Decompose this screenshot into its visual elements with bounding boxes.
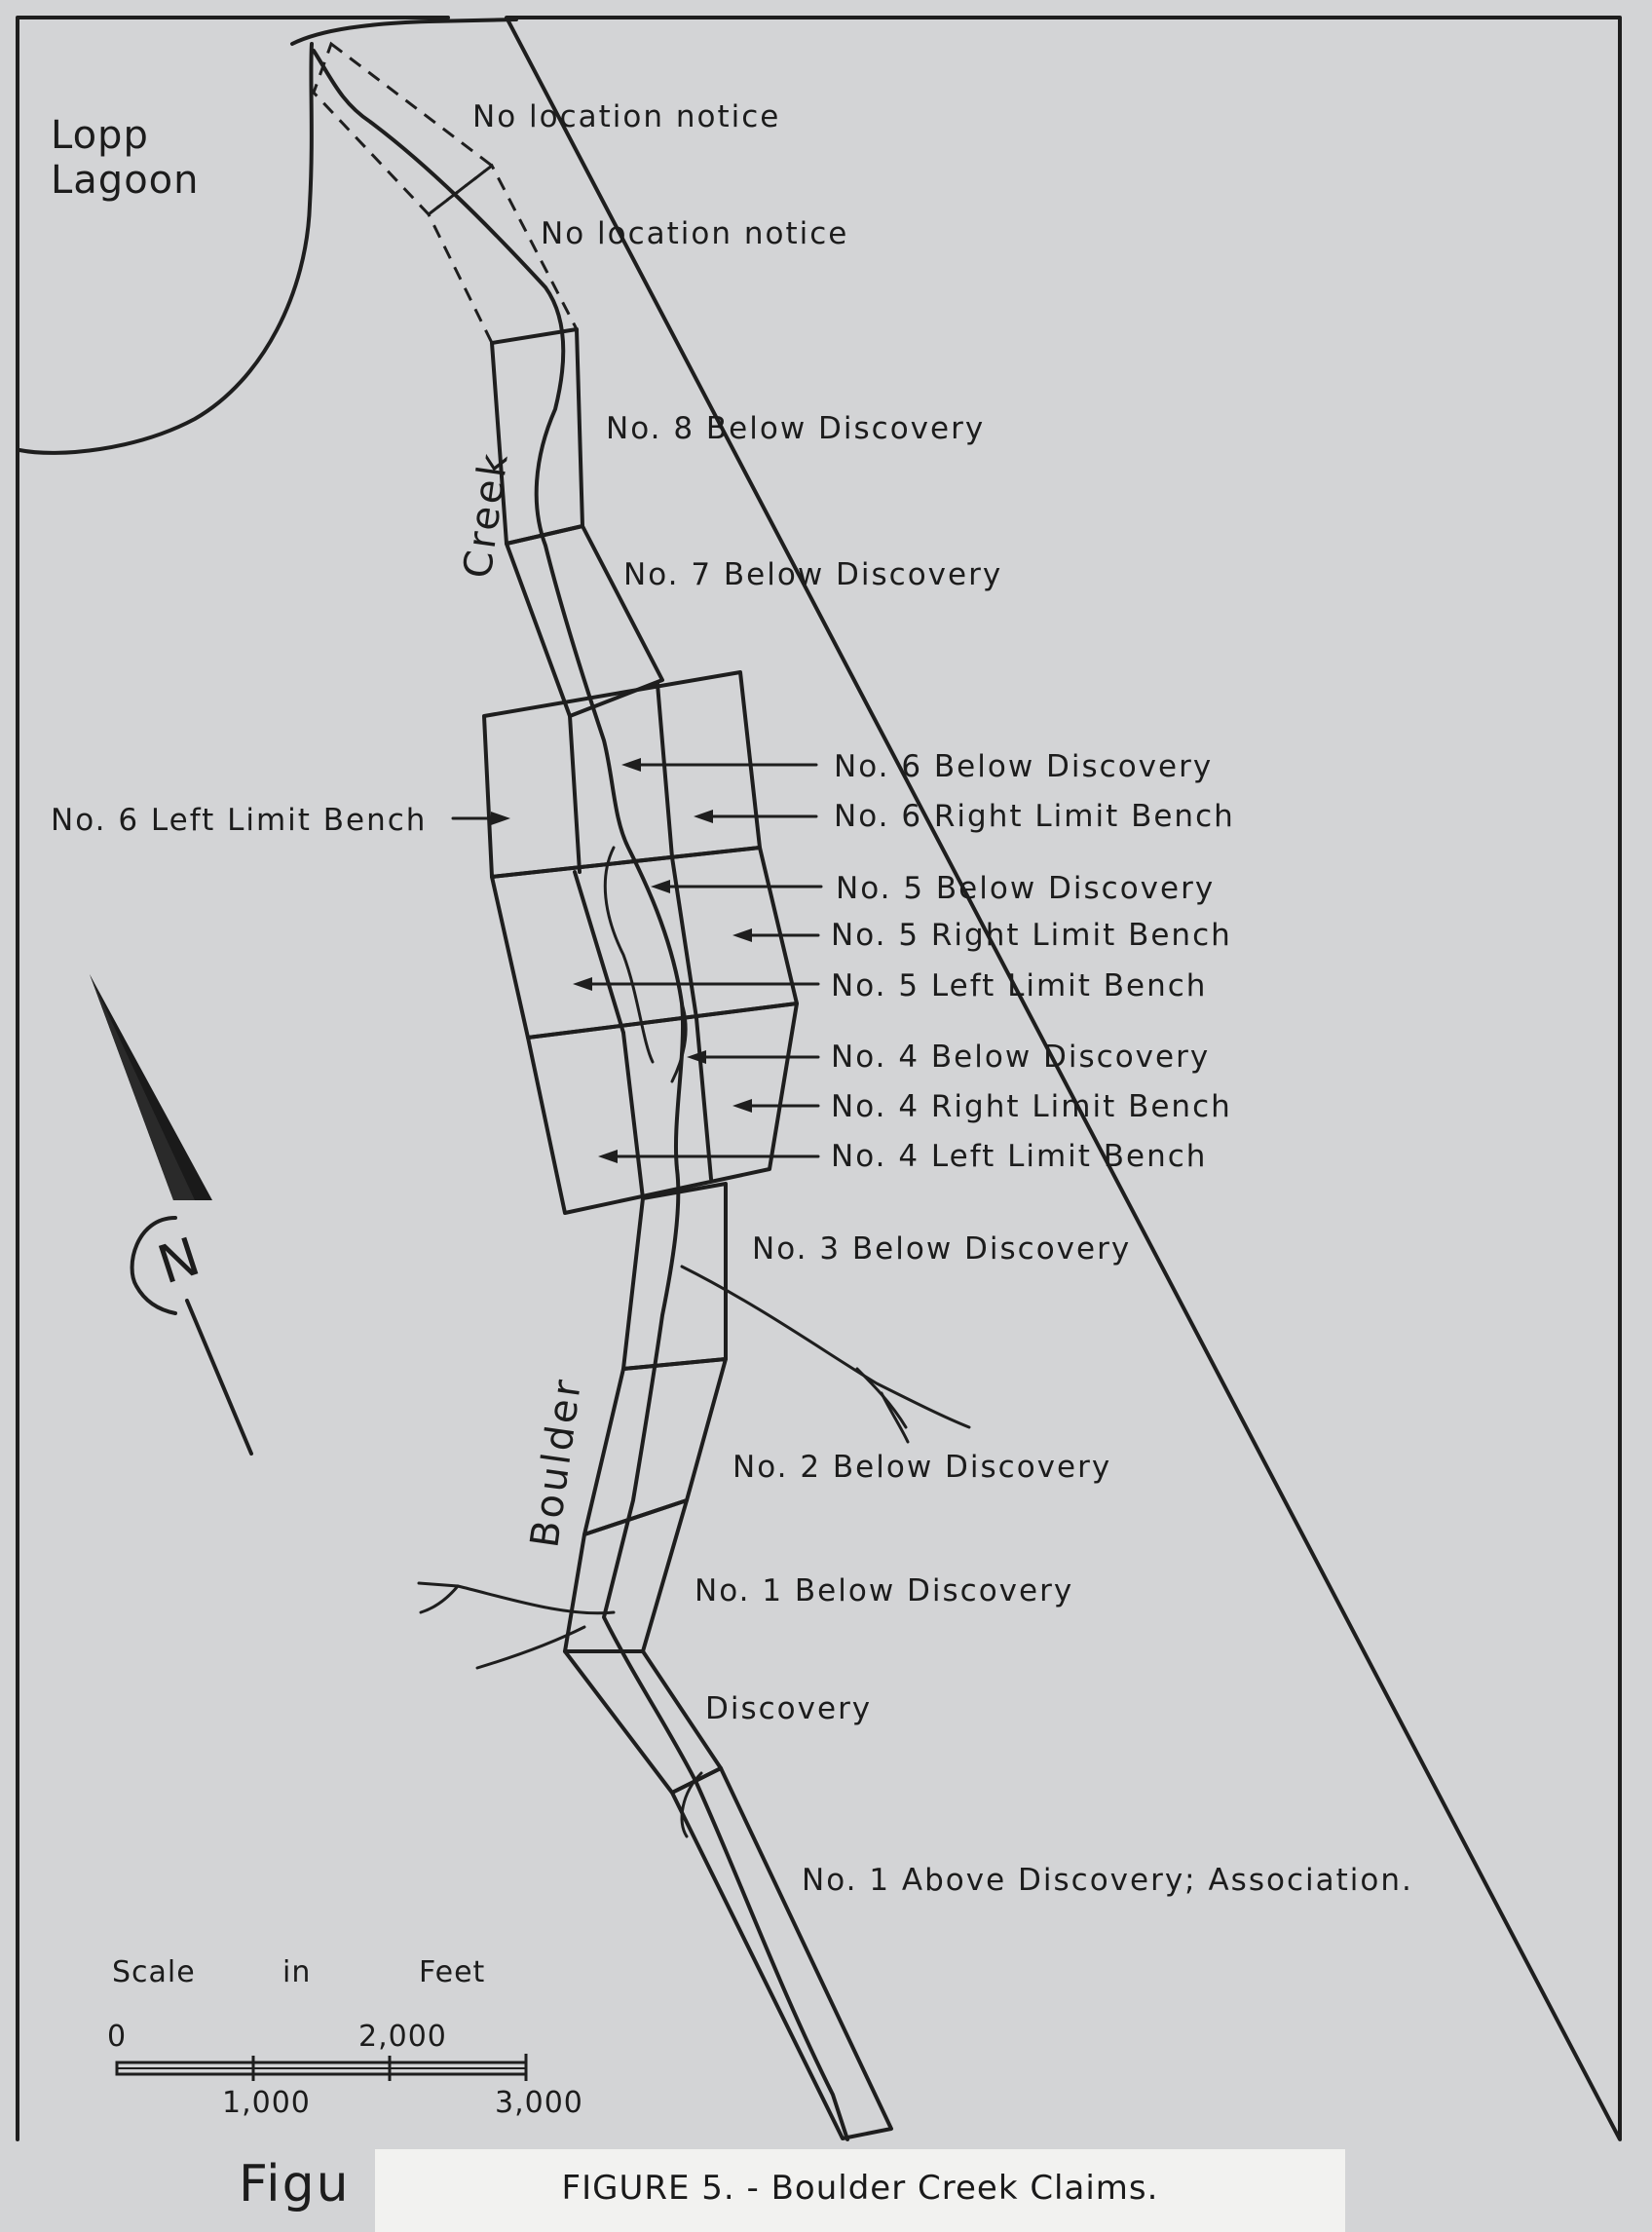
claim-label: No. 6 Right Limit Bench bbox=[834, 799, 1235, 834]
caption-strip: FIGURE 5. - Boulder Creek Claims. bbox=[375, 2149, 1345, 2232]
scale-bar: Scale in Feet 0 2,000 1,000 3,000 bbox=[107, 1955, 583, 2120]
scale-title-feet: Feet bbox=[419, 1955, 485, 1989]
scale-tick-1000: 1,000 bbox=[222, 2086, 311, 2120]
creek-channel-east bbox=[670, 1002, 688, 1083]
unrecorded-claims bbox=[312, 41, 580, 345]
claim-label: No. 6 Below Discovery bbox=[834, 749, 1213, 784]
scale-title-in: in bbox=[282, 1955, 311, 1989]
scale-title-scale: Scale bbox=[112, 1955, 196, 1989]
claim-boundaries bbox=[482, 327, 893, 2140]
north-letter: N bbox=[151, 1226, 207, 1296]
claim-label: No location notice bbox=[541, 216, 848, 251]
scale-tick-2000: 2,000 bbox=[358, 2020, 447, 2054]
claim-label: No. 2 Below Discovery bbox=[732, 1450, 1111, 1485]
scale-tick-0: 0 bbox=[107, 2020, 127, 2054]
creek-lower-label: Boulder bbox=[522, 1375, 590, 1551]
claim-label: No. 4 Left Limit Bench bbox=[831, 1139, 1207, 1174]
lagoon-shoreline bbox=[18, 42, 314, 455]
claim-label: No. 7 Below Discovery bbox=[623, 557, 1002, 592]
claim-label: No. 1 Above Discovery; Association. bbox=[802, 1863, 1413, 1898]
creek-channel bbox=[312, 49, 849, 2141]
claim-label: No location notice bbox=[472, 99, 780, 134]
claim-label: No. 4 Below Discovery bbox=[831, 1040, 1210, 1075]
creek-channel-west bbox=[603, 846, 655, 1064]
map-frame bbox=[16, 16, 1622, 2141]
north-arrow: N bbox=[90, 974, 253, 1456]
claim-label: No. 5 Left Limit Bench bbox=[831, 968, 1207, 1003]
creek-upper-label: Creek bbox=[455, 448, 517, 581]
claim-label: No. 8 Below Discovery bbox=[606, 411, 985, 446]
north-arrow-icon bbox=[90, 974, 212, 1200]
scale-tick-3000: 3,000 bbox=[495, 2086, 583, 2120]
claim-label: Discovery bbox=[705, 1691, 872, 1726]
claim-labels: No location notice No location notice No… bbox=[51, 99, 1413, 1898]
west-tributary bbox=[417, 1581, 616, 1615]
underlying-figure-text: Figu bbox=[239, 2155, 351, 2213]
claim-label: No. 4 Right Limit Bench bbox=[831, 1089, 1232, 1124]
claim-label: No. 5 Right Limit Bench bbox=[831, 918, 1232, 953]
figure-caption: FIGURE 5. - Boulder Creek Claims. bbox=[561, 2169, 1159, 2208]
claim-label: No. 1 Below Discovery bbox=[695, 1573, 1073, 1608]
claim-label: No. 3 Below Discovery bbox=[752, 1231, 1131, 1267]
claim-label: No. 6 Left Limit Bench bbox=[51, 803, 427, 838]
top-scribble bbox=[290, 18, 518, 46]
leader-arrows bbox=[451, 758, 823, 1163]
lagoon-label-line2: Lagoon bbox=[51, 158, 199, 203]
lagoon-label-line1: Lopp bbox=[51, 113, 149, 158]
claim-label: No. 5 Below Discovery bbox=[836, 871, 1215, 906]
